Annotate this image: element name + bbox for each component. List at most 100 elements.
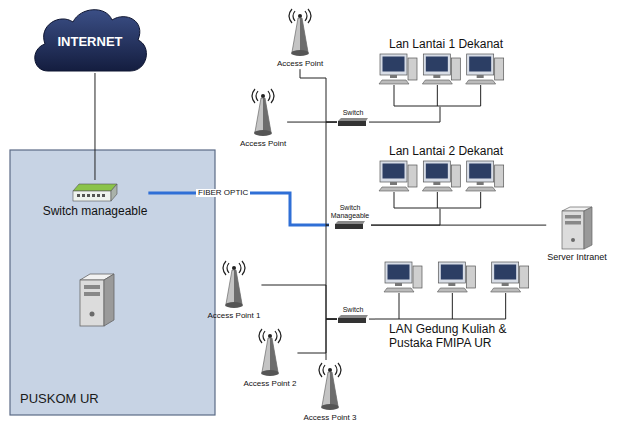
pc-drop: [399, 293, 400, 319]
pc-stand: [448, 283, 455, 286]
server-bay: [565, 215, 581, 219]
pc-keyboard: [384, 288, 414, 292]
pc-tower: [466, 266, 475, 288]
pc-stand: [433, 182, 440, 185]
antenna-shade: [263, 98, 271, 132]
pc-tower: [408, 165, 417, 187]
intranet-server-symbol: [560, 205, 594, 251]
signal-arc: [323, 365, 325, 375]
antenna-shade: [330, 372, 338, 406]
access-point-symbol: [282, 8, 318, 58]
signal-arc: [278, 329, 281, 343]
node-label: LAN Gedung Kuliah & Pustaka FMIPA UR: [375, 320, 535, 351]
network-switch-symbol: [338, 118, 368, 126]
fiber-link: [148, 193, 329, 225]
access-point: Access Point 2: [243, 326, 298, 389]
network-link: [326, 122, 337, 225]
switch-port: [87, 194, 90, 197]
pc-stand: [390, 75, 397, 78]
manageable-switch-symbol: [335, 221, 365, 229]
puskom-panel-fill: [10, 150, 215, 415]
pc-screen: [494, 265, 516, 280]
pc-screen: [426, 163, 448, 178]
network-link: [287, 122, 337, 123]
network-link: [261, 285, 337, 319]
signal-arc: [256, 91, 258, 101]
pc-screen: [383, 56, 405, 71]
pc-tower: [520, 266, 529, 288]
node-label: Access Point 3: [304, 413, 357, 422]
switch-front: [73, 191, 111, 201]
pc-screen: [426, 56, 448, 71]
network-link: [369, 107, 440, 122]
antenna-mast: [255, 98, 271, 132]
server-bay: [565, 221, 581, 225]
node-label: Lan Lantai 2 Dekanat: [375, 145, 505, 159]
node-label: Server Intranet: [547, 252, 607, 262]
pc-screen: [469, 56, 491, 71]
pc-stand: [477, 75, 484, 78]
access-point-symbol: [252, 328, 288, 378]
switch-body: [335, 224, 363, 229]
pc-keyboard: [422, 187, 452, 191]
antenna-base: [291, 50, 309, 56]
server-symbol: [80, 274, 114, 326]
server-button: [90, 312, 95, 317]
node-label: Access Point: [277, 59, 323, 68]
signal-arc: [239, 263, 241, 273]
lan-group: Lan Lantai 2 Dekanat: [375, 145, 505, 209]
pc-tower: [451, 165, 460, 187]
server-bay: [84, 292, 100, 296]
access-point-symbol: [216, 260, 252, 310]
node-label: Switch Manageable: [330, 204, 370, 220]
node-label: Switch manageable: [43, 205, 148, 219]
internet-cloud: INTERNET: [30, 5, 150, 73]
pc-keyboard: [422, 80, 452, 84]
pc-drop: [480, 85, 481, 106]
node-label: Lan Lantai 1 Dekanat: [375, 38, 505, 52]
antenna-mast: [226, 270, 242, 304]
switch-top: [335, 221, 365, 224]
signal-arc: [335, 365, 337, 375]
pc-screen: [441, 265, 463, 280]
pc-keyboard: [466, 80, 496, 84]
signal-arc: [223, 261, 226, 275]
pc-drop: [505, 293, 506, 319]
signal-arc: [308, 9, 311, 23]
pc-monitor: [423, 161, 450, 182]
node-label: Access Point: [240, 139, 286, 148]
pc-tower: [495, 165, 504, 187]
access-point-symbol: [312, 362, 348, 412]
switch-port: [102, 194, 105, 197]
server-side: [584, 207, 592, 249]
signal-arc: [319, 363, 322, 377]
access-point-symbol: [245, 88, 281, 138]
manageable-switch-symbol: [71, 182, 119, 204]
antenna-base: [321, 404, 339, 410]
signal-arc: [227, 263, 229, 273]
pc-keyboard: [379, 80, 409, 84]
switch-top: [338, 118, 368, 121]
pc-group: [375, 52, 505, 107]
node-label: Switch: [343, 109, 364, 117]
signal-arc: [252, 89, 255, 103]
pc-monitor: [380, 161, 407, 182]
antenna-base: [261, 370, 279, 376]
pc-screen: [388, 265, 410, 280]
signal-arc: [293, 11, 295, 21]
signal-arc: [259, 329, 262, 343]
network-link: [326, 225, 337, 319]
cloud-outline: [35, 10, 147, 71]
puskom-panel: PUSKOM URSwitch manageable: [10, 150, 215, 415]
switch-port: [92, 194, 95, 197]
access-point: Access Point 3: [303, 360, 358, 423]
network-switch: Switch: [337, 305, 369, 325]
access-point: Access Point: [276, 6, 324, 69]
server-front: [562, 211, 584, 249]
switch-port: [97, 194, 100, 197]
pc-monitor: [380, 54, 407, 75]
pc-stand: [390, 182, 397, 185]
pc-tower: [408, 58, 417, 80]
server-front: [80, 280, 104, 326]
